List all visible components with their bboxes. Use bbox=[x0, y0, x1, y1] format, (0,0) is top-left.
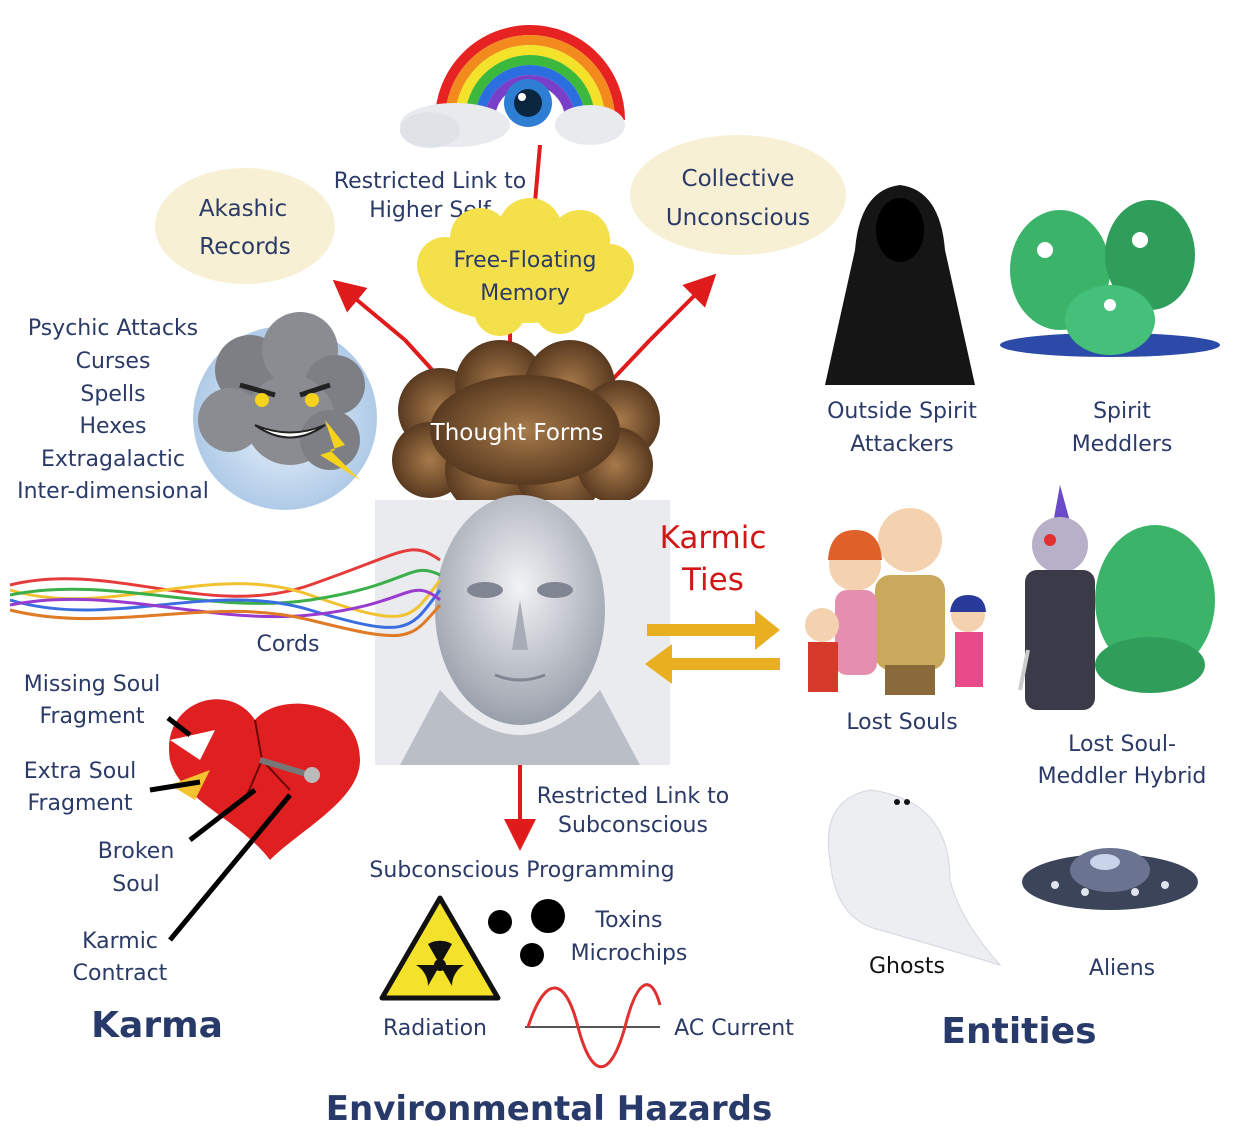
svg-text:Inter-dimensional: Inter-dimensional bbox=[17, 479, 209, 504]
svg-text:Extra Soul: Extra Soul bbox=[24, 759, 137, 784]
environmental-hazards-title: Environmental Hazards bbox=[326, 1089, 772, 1127]
toxins-label: Toxins bbox=[594, 908, 662, 933]
svg-text:Thought Forms: Thought Forms bbox=[430, 420, 604, 446]
svg-text:Extragalactic: Extragalactic bbox=[41, 447, 185, 472]
ghost-icon bbox=[828, 790, 1000, 965]
human-head-icon bbox=[375, 495, 670, 765]
svg-text:Fragment: Fragment bbox=[27, 791, 132, 816]
karma-title: Karma bbox=[91, 1005, 223, 1046]
hybrid-label: Lost Soul- bbox=[1068, 732, 1176, 757]
spirit-meddlers-label-2: Meddlers bbox=[1072, 432, 1173, 457]
ac-current-label: AC Current bbox=[674, 1016, 794, 1041]
ghosts-label: Ghosts bbox=[869, 954, 945, 979]
spirit-meddlers-label: Spirit bbox=[1093, 399, 1151, 424]
ufo-icon bbox=[1022, 848, 1198, 910]
toxin-dots-icon bbox=[488, 899, 565, 967]
cords-label: Cords bbox=[257, 632, 320, 657]
svg-text:Contract: Contract bbox=[73, 961, 168, 986]
rainbow-eye-icon bbox=[400, 30, 625, 148]
entities-title: Entities bbox=[941, 1011, 1096, 1052]
subconscious-link-label: Restricted Link to bbox=[537, 784, 729, 809]
psychic-attacks-list: Psychic Attacks Curses Spells Hexes Extr… bbox=[17, 316, 209, 504]
svg-text:Karmic: Karmic bbox=[82, 929, 158, 954]
outside-spirit-label: Outside Spirit bbox=[827, 399, 977, 424]
svg-text:Psychic Attacks: Psychic Attacks bbox=[28, 316, 198, 341]
goblin-group-icon bbox=[1000, 200, 1220, 357]
karmic-ties-label-2: Ties bbox=[681, 562, 744, 598]
thought-forms-node: Thought Forms bbox=[392, 340, 660, 515]
svg-text:Broken: Broken bbox=[98, 839, 175, 864]
hooded-figure-icon bbox=[825, 185, 975, 385]
radiation-icon bbox=[382, 898, 498, 998]
microchips-label: Microchips bbox=[571, 941, 688, 966]
storm-cloud-icon bbox=[193, 312, 377, 510]
svg-text:Unconscious: Unconscious bbox=[666, 205, 810, 231]
svg-text:Akashic: Akashic bbox=[199, 196, 287, 222]
svg-text:Collective: Collective bbox=[682, 166, 795, 192]
svg-text:Memory: Memory bbox=[480, 281, 569, 306]
hybrid-figure-icon bbox=[1020, 485, 1215, 710]
svg-text:Curses: Curses bbox=[76, 349, 151, 374]
ac-current-icon bbox=[525, 985, 660, 1067]
subconscious-programming-label: Subconscious Programming bbox=[369, 858, 674, 883]
family-icon bbox=[805, 508, 986, 695]
svg-text:Hexes: Hexes bbox=[79, 414, 146, 439]
svg-text:Missing Soul: Missing Soul bbox=[24, 672, 161, 697]
lost-souls-label: Lost Souls bbox=[846, 710, 957, 735]
outside-spirit-label-2: Attackers bbox=[850, 432, 954, 457]
svg-text:Records: Records bbox=[199, 234, 290, 260]
aliens-label: Aliens bbox=[1089, 956, 1155, 981]
karma-labels: Missing Soul Fragment Extra Soul Fragmen… bbox=[24, 672, 175, 986]
radiation-label: Radiation bbox=[383, 1016, 487, 1041]
svg-text:Soul: Soul bbox=[112, 872, 159, 897]
hybrid-label-2: Meddler Hybrid bbox=[1038, 764, 1207, 789]
higher-self-link-label: Restricted Link to bbox=[334, 169, 526, 194]
akashic-records-node: Akashic Records bbox=[155, 168, 335, 284]
svg-text:Spells: Spells bbox=[80, 382, 145, 407]
svg-text:Fragment: Fragment bbox=[39, 704, 144, 729]
subconscious-link-label-2: Subconscious bbox=[558, 813, 708, 838]
svg-text:Free-Floating: Free-Floating bbox=[454, 248, 597, 273]
collective-unconscious-node: Collective Unconscious bbox=[630, 135, 846, 255]
karmic-ties-label: Karmic bbox=[660, 520, 767, 556]
